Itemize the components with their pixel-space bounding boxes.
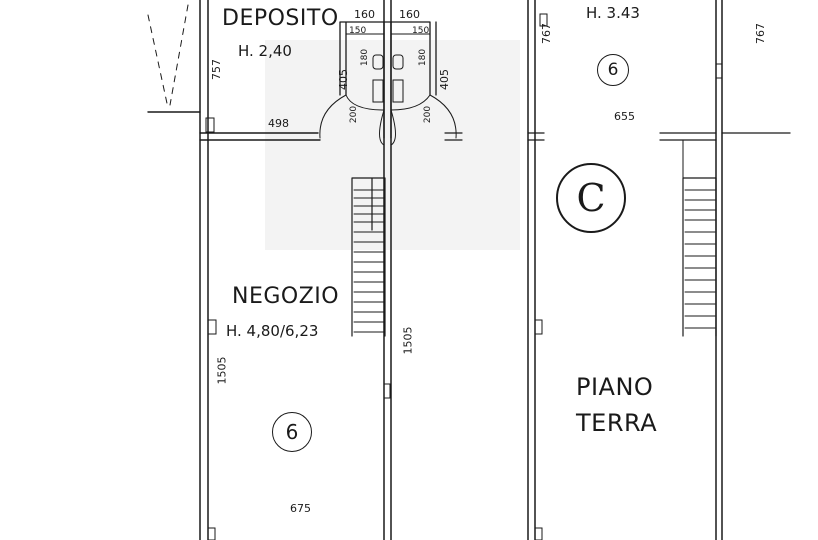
dim-767-left: 767 xyxy=(540,23,553,44)
marker-c xyxy=(534,319,543,335)
top-right-height: H. 3.43 xyxy=(586,4,640,22)
dim-160-right: 160 xyxy=(399,8,420,21)
marker-bottom-c xyxy=(534,527,543,540)
dim-160-left: 160 xyxy=(354,8,375,21)
unit-letter-circle: C xyxy=(556,163,626,233)
dim-200-left: 200 xyxy=(349,105,360,124)
dim-655: 655 xyxy=(614,110,635,123)
stairs-left xyxy=(351,177,386,337)
negozio-label: NEGOZIO xyxy=(232,284,340,309)
sink-right xyxy=(392,79,404,103)
negozio-height: H. 4,80/6,23 xyxy=(226,322,319,340)
dim-757: 757 xyxy=(210,59,223,80)
bath-doorswing-center xyxy=(379,109,396,146)
outline-dashed xyxy=(147,4,189,109)
deposito-label: DEPOSITO xyxy=(222,6,339,31)
dim-405-left: 405 xyxy=(337,69,350,90)
marker-negozio xyxy=(207,319,217,335)
dim-1505-right: 1505 xyxy=(401,326,415,355)
sink-left xyxy=(372,79,384,103)
piano-line2: TERRA xyxy=(576,409,658,437)
top-right-ref-circle: 6 xyxy=(597,54,629,86)
marker-mid xyxy=(383,383,391,399)
dim-767-right: 767 xyxy=(754,23,767,44)
watermark-block xyxy=(265,40,520,250)
dim-498: 498 xyxy=(268,117,289,130)
dim-150-right: 150 xyxy=(412,26,430,36)
wc-right xyxy=(392,54,404,70)
marker-bottom-l xyxy=(207,527,216,540)
wall-c-right xyxy=(715,0,723,540)
bath-door-left xyxy=(319,94,385,139)
negozio-ref-circle: 6 xyxy=(272,412,312,452)
dim-150-left: 150 xyxy=(349,26,367,36)
dim-180-left: 180 xyxy=(360,48,371,67)
dim-200-right: 200 xyxy=(423,105,434,124)
dim-180-right: 180 xyxy=(418,48,429,67)
top-right-ref: 6 xyxy=(607,60,619,80)
negozio-ref: 6 xyxy=(285,420,299,444)
bath-walls xyxy=(339,21,437,139)
bath-door-right xyxy=(390,94,457,139)
piano-line1: PIANO xyxy=(576,373,654,401)
stairs-left-treads xyxy=(353,189,385,333)
wall-deposito-bottom xyxy=(199,132,321,141)
wall-c-left xyxy=(527,0,536,540)
dim-675: 675 xyxy=(290,502,311,515)
wall-c-top xyxy=(527,132,717,141)
wall-negozio-left xyxy=(199,0,209,540)
wall-deposito-bottom-right xyxy=(444,132,463,141)
marker-mid-top xyxy=(539,13,548,27)
marker-deposito xyxy=(205,117,215,133)
stairs-right-treads xyxy=(684,189,716,329)
dim-1505-left: 1505 xyxy=(215,356,229,385)
unit-letter: C xyxy=(576,176,606,220)
wc-left xyxy=(372,54,384,70)
marker-tr xyxy=(715,63,723,79)
dim-405-right: 405 xyxy=(438,69,451,90)
stairs-right xyxy=(682,177,717,337)
deposito-height: H. 2,40 xyxy=(238,42,292,60)
